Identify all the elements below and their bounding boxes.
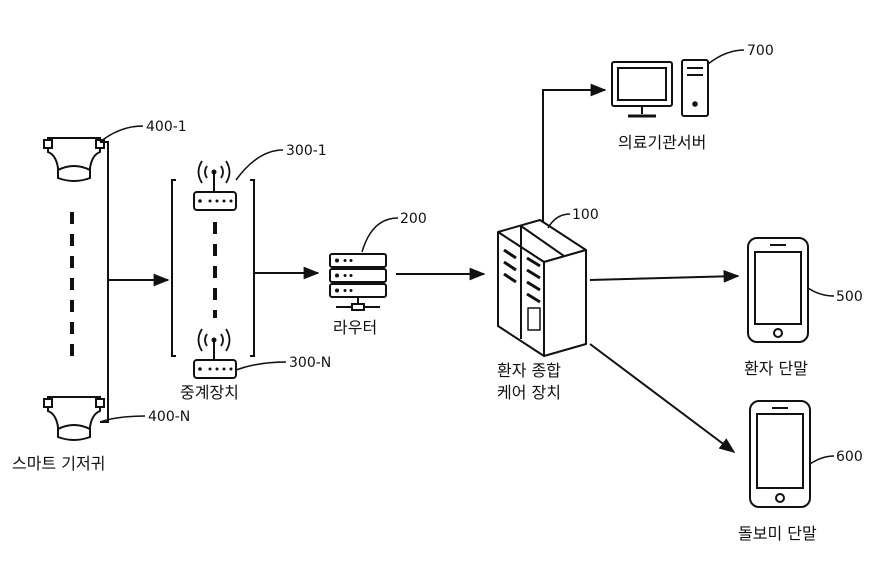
relay-bracket [171, 179, 255, 357]
label-smart-diapers: 스마트 기저귀 [12, 454, 105, 473]
relay-device-top [193, 160, 237, 211]
ref-700: 700 [747, 43, 774, 59]
ref-600: 600 [836, 449, 863, 465]
label-care-line1: 환자 종합 [497, 361, 561, 380]
leader-200 [361, 217, 399, 253]
care-device-icon [497, 219, 587, 357]
ref-500: 500 [836, 289, 863, 305]
router-icon [329, 253, 387, 311]
label-relay: 중계장치 [180, 383, 239, 402]
phone-icon-guardian [749, 400, 811, 508]
leader-600 [809, 455, 835, 465]
leader-300-1 [235, 149, 284, 181]
arrow-care-to-guardian-terminal [589, 343, 736, 453]
ref-300-N: 300-N [289, 355, 331, 371]
leader-300-N [235, 361, 287, 371]
diaper-bracket [100, 141, 109, 423]
monitor-icon [611, 61, 673, 118]
label-server: 의료기관서버 [618, 133, 706, 152]
ref-300-1: 300-1 [286, 143, 327, 159]
arrow-care-to-patient-terminal [589, 269, 740, 283]
pc-tower-icon [681, 59, 709, 117]
ref-400-N: 400-N [148, 409, 190, 425]
arrow-care-to-server [542, 83, 607, 222]
label-care-line2: 케어 장치 [497, 383, 561, 402]
label-guardian-terminal: 돌보미 단말 [738, 524, 817, 543]
label-router: 라우터 [333, 318, 377, 337]
ref-200: 200 [400, 211, 427, 227]
router-leds [335, 258, 353, 293]
leader-400-1 [99, 125, 144, 143]
leader-100 [547, 213, 571, 229]
leader-700 [707, 49, 745, 65]
leader-400-N [99, 415, 146, 423]
ref-400-1: 400-1 [146, 119, 187, 135]
diaper-icon-top [43, 137, 105, 182]
ref-100: 100 [572, 207, 599, 223]
leader-500 [807, 287, 835, 297]
phone-icon-patient [747, 237, 809, 343]
relay-device-bottom [193, 328, 237, 379]
label-patient-terminal: 환자 단말 [744, 359, 808, 378]
diaper-icon-bottom [43, 396, 105, 441]
